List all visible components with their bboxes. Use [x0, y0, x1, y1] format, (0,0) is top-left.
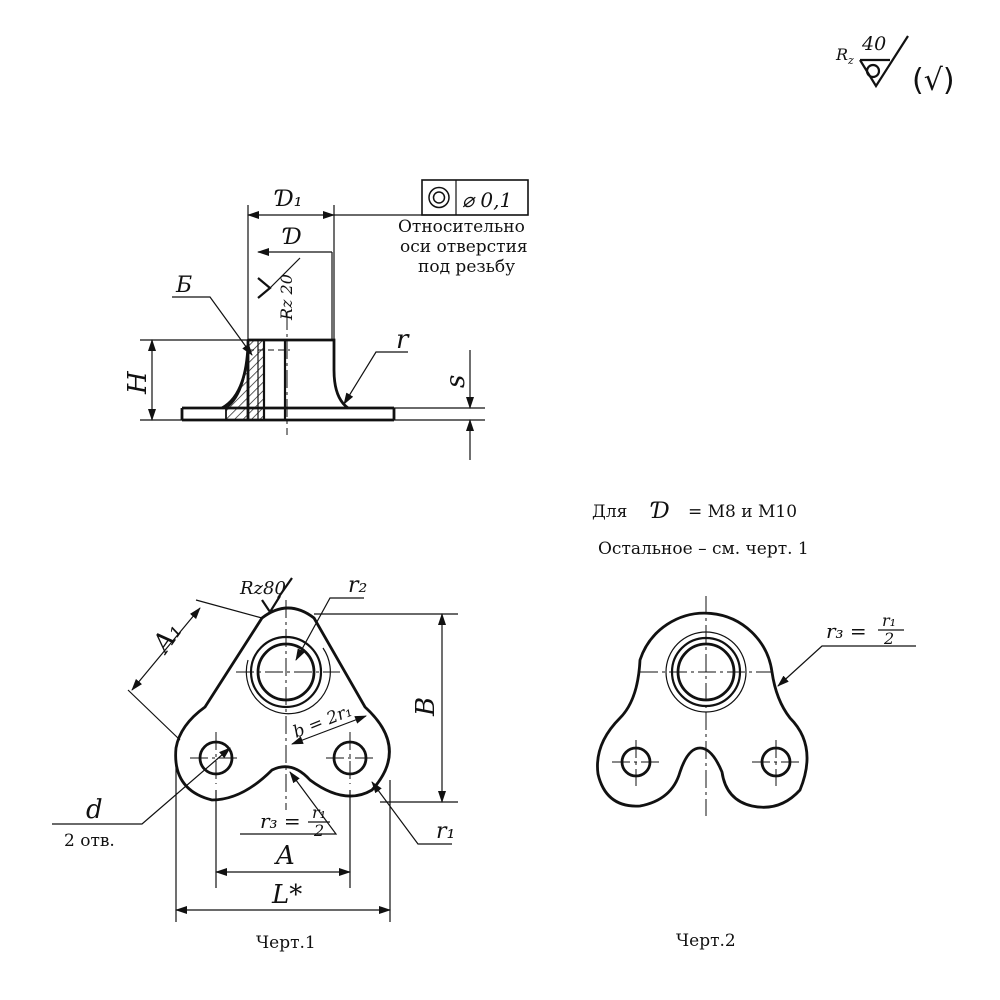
bore-roughness-value: Rz 20 — [277, 274, 296, 321]
dim-d-label: Ɗ — [282, 225, 302, 250]
roughness-r-letter: R — [835, 45, 848, 64]
dim-r3-denominator: 2 — [313, 821, 324, 840]
plan-view-2: r₃ = r₁ 2 Черт.2 — [596, 596, 916, 951]
dim-a-label: A — [274, 841, 295, 871]
general-roughness-symbol: R z 40 (√) — [835, 33, 955, 98]
dim-r3-numerator-2: r₁ — [882, 611, 896, 630]
dim-a1-label: A₁ — [146, 617, 188, 660]
face-roughness-value: Rz80 — [239, 578, 286, 599]
dim-s-label: s — [441, 375, 471, 388]
plan-view-2-notes: Для Ɗ = M8 и M10 Остальное – см. черт. 1 — [592, 499, 809, 559]
roughness-z-letter: z — [847, 54, 854, 67]
tolerance-value: ⌀ 0,1 — [462, 188, 512, 212]
tolerance-note-line-1: Относительно — [398, 217, 525, 237]
note-d-symbol: Ɗ — [650, 499, 670, 524]
face-roughness-icon — [261, 595, 281, 615]
dim-d1-label: Ɗ₁ — [274, 187, 302, 212]
flange-outline-2 — [596, 611, 809, 809]
roughness-check-icon — [859, 35, 909, 89]
roughness-circle-icon — [865, 63, 881, 79]
bore-roughness-icon — [257, 277, 272, 299]
roughness-paren-symbol: (√) — [912, 63, 955, 98]
note-thread-sizes: = M8 и M10 — [688, 502, 797, 522]
dim-d-hole-label: d — [86, 795, 103, 825]
dim-r-label: r — [396, 325, 410, 355]
dim-h-label: H — [123, 370, 153, 395]
label-b-cyr: Б — [175, 273, 192, 298]
dim-b-label: B — [411, 697, 441, 717]
flange-outline — [174, 606, 391, 802]
dim-r3-label-2: r₃ = — [826, 619, 867, 643]
roughness-value: 40 — [861, 33, 886, 55]
caption-drawing-2: Черт.2 — [676, 931, 736, 951]
section-view: Ɗ₁ Ɗ Rz 20 Б H r s ⌀ 0,1 — [123, 179, 529, 460]
dim-b-width-label: b = 2r₁ — [290, 701, 355, 743]
boss-outline — [248, 338, 349, 410]
note-rest-see-drawing-1: Остальное – см. черт. 1 — [598, 539, 809, 559]
tolerance-note-line-2: оси отверстия — [400, 237, 528, 257]
dim-r2-label: r₂ — [348, 573, 367, 598]
dim-r3-numerator: r₁ — [312, 803, 326, 822]
note-for-label: Для — [592, 502, 627, 522]
plan-view-1: Rz80 r₂ A₁ B b = 2r₁ d 2 отв. r₃ = r₁ 2 … — [52, 573, 458, 953]
dim-l-label: L* — [271, 880, 302, 910]
concentricity-tolerance-frame: ⌀ 0,1 — [421, 179, 529, 216]
dim-r3-label: r₃ = — [260, 809, 301, 833]
caption-drawing-1: Черт.1 — [256, 933, 316, 953]
tolerance-note-line-3: под резьбу — [418, 257, 515, 277]
dim-r3-denominator-2: 2 — [883, 629, 894, 648]
concentricity-icon — [428, 186, 450, 209]
holes-count-note: 2 отв. — [64, 831, 115, 851]
dim-r1-label: r₁ — [436, 819, 455, 844]
